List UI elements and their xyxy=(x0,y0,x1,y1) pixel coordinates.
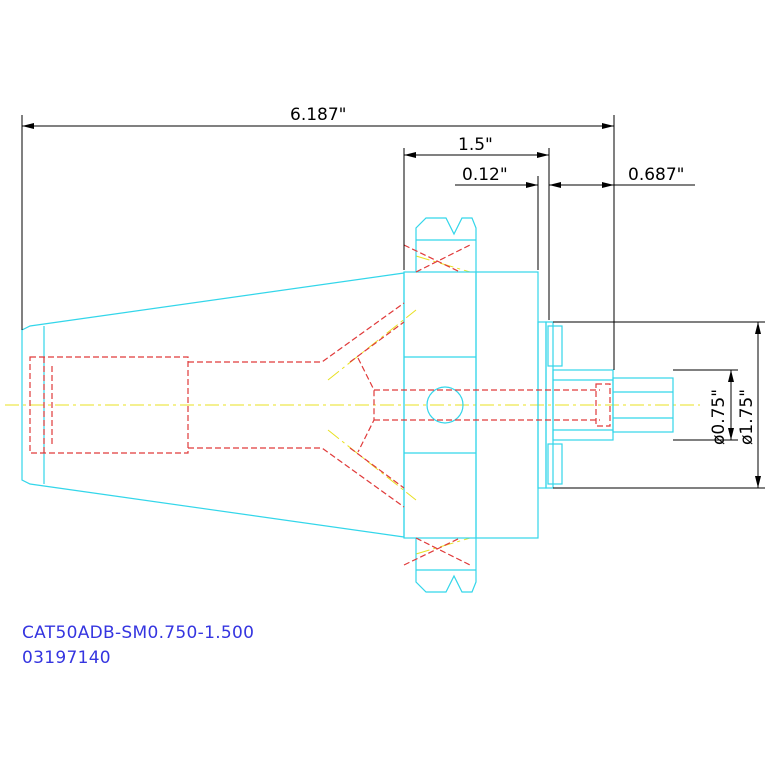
dimension-arrows xyxy=(22,123,761,488)
hidden-lines xyxy=(29,244,611,566)
dimension-lines xyxy=(21,115,765,489)
large-diameter-dimension: ø1.75" xyxy=(737,389,757,445)
small-diameter-dimension: ø0.75" xyxy=(709,389,729,445)
gap-dimension: 0.12" xyxy=(462,165,508,185)
overall-length-dimension: 6.187" xyxy=(290,105,347,125)
catalog-number-label: 03197140 xyxy=(22,648,111,668)
flange-length-dimension: 1.5" xyxy=(458,135,493,155)
part-number-label: CAT50ADB-SM0.750-1.500 xyxy=(22,623,255,643)
projection-dimension: 0.687" xyxy=(628,165,685,185)
